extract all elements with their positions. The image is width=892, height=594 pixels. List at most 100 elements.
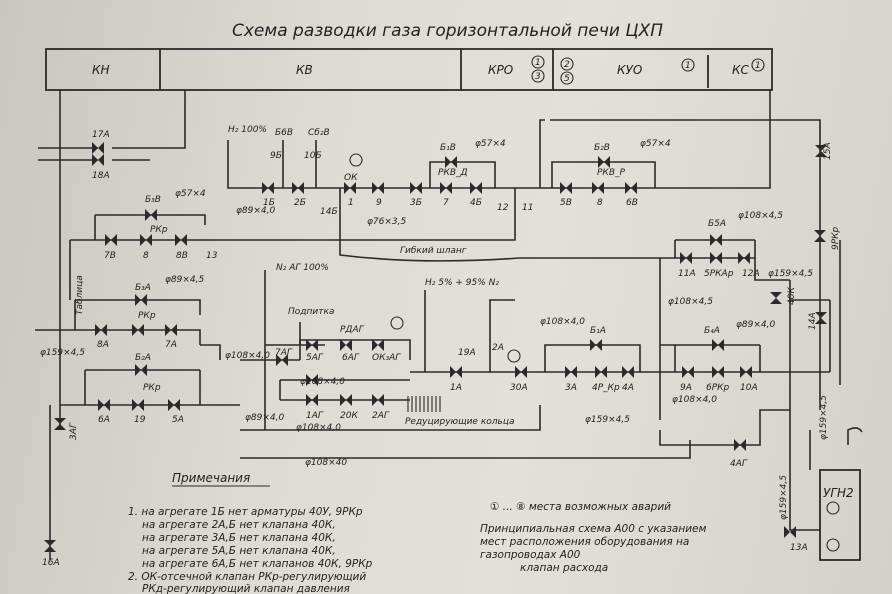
accident-marker: [751, 58, 765, 72]
label-1b: 1Б: [263, 198, 275, 208]
valve: [680, 252, 692, 264]
diagram-title: Схема разводки газа горизонтальной печи …: [232, 21, 663, 41]
accident-marker: [531, 69, 545, 83]
label-1ag: 1АГ: [306, 411, 324, 421]
label-8: 8: [597, 198, 603, 208]
label-f108h: φ108×40: [305, 458, 347, 468]
label-f57c: φ57×4: [175, 189, 206, 199]
furnace-zones: КН КВ КРО КУО КС 1 3 2 5 1 1: [45, 48, 773, 91]
pipelines: [35, 90, 863, 561]
notes-block: Примечания 1. на агрегате 1Б нет арматур…: [128, 471, 706, 594]
valve: [372, 394, 384, 406]
valve: [595, 366, 607, 378]
label-12: 12: [497, 203, 509, 213]
zone-kn: КН: [92, 63, 110, 77]
accident-markers: [349, 153, 840, 552]
zone-kro: КРО: [488, 63, 513, 77]
valve: [565, 366, 577, 378]
label-19a: 19А: [458, 348, 476, 358]
label-17a: 17А: [92, 130, 110, 140]
label-10a: 10А: [740, 383, 758, 393]
label-7v: 7В: [104, 251, 116, 261]
label-7: 7: [443, 198, 449, 208]
accident-marker: [681, 58, 695, 72]
valve-17a: [92, 142, 104, 154]
valve: [738, 252, 750, 264]
label-6a: 6А: [98, 415, 110, 425]
valve: [306, 339, 318, 351]
valve: [54, 418, 66, 430]
label-5b: 5В: [560, 198, 572, 208]
accident-mark: 2: [564, 60, 570, 70]
label-rings: Редуцирующие кольца: [405, 417, 514, 427]
label-4a: 4А: [622, 383, 634, 393]
label-f89a: φ89×4,5: [165, 275, 205, 285]
label-f159e: φ159×4,5: [779, 475, 789, 520]
note-principle: Принципиальная схема А00 с указанием: [480, 523, 706, 535]
label-f108a: φ108×4,0: [225, 351, 270, 361]
note-accidents: ① ... ⑧ места возможных аварий: [490, 501, 671, 513]
valve: [344, 182, 356, 194]
note-line: 1. на агрегате 1Б нет арматуры 40У, 9РКр: [128, 506, 363, 518]
note-line: на агрегате 5А,Б нет клапана 40К,: [142, 545, 336, 557]
valve: [622, 366, 634, 378]
label-f76: φ76×3,5: [367, 217, 407, 227]
note-principle: клапан расхода: [520, 562, 608, 574]
label-18a: 18А: [92, 171, 110, 181]
label-b3a: Б₃А: [135, 283, 151, 293]
label-9rkp: 9РКр: [831, 226, 841, 250]
label-f108c: φ108×4,0: [296, 423, 341, 433]
label-f108f: φ108×4,5: [668, 297, 713, 307]
valve: [740, 366, 752, 378]
label-2ag: 2АГ: [372, 411, 390, 421]
label-h2: H₂ 100%: [228, 125, 267, 135]
valve: [168, 399, 180, 411]
label-b2a: Б₂А: [135, 353, 151, 363]
accident-marker: [560, 71, 574, 85]
valve: [135, 364, 147, 376]
accident-mark: 1: [535, 58, 541, 68]
label-b4a: Б₄А: [704, 326, 720, 336]
label-10b: 10Б: [304, 151, 322, 161]
note-principle: газопроводах А00: [480, 549, 581, 561]
label-8-b3v: 8: [143, 251, 149, 261]
label-19: 19: [134, 415, 146, 425]
label-f159c: φ159×4,5: [768, 269, 813, 279]
accident-mark: 1: [685, 61, 691, 71]
label-5ag: 5АГ: [306, 353, 324, 363]
zone-ks: КС: [732, 63, 750, 77]
label-14a: 14А: [808, 312, 818, 330]
accident-marker: [560, 57, 574, 71]
valve: [560, 182, 572, 194]
note-line: 2. ОК-отсечной клапан РКр-регулирующий: [128, 571, 366, 583]
label-9: 9: [376, 198, 382, 208]
valve: [145, 209, 157, 221]
accident-marker: [531, 55, 545, 69]
label-b5a: Б5А: [708, 219, 726, 229]
label-4ag: 4АГ: [730, 459, 748, 469]
label-2b: 2Б: [294, 198, 306, 208]
valve: [770, 292, 782, 304]
valve: [712, 339, 724, 351]
accident-mark: 3: [535, 72, 541, 82]
label-9a: 9А: [680, 383, 692, 393]
label-b1a: Б₁А: [590, 326, 606, 336]
label-podpitka: Подпитка: [288, 307, 334, 317]
label-b3v: Б₃В: [145, 195, 161, 205]
note-principle: мест расположения оборудования на: [480, 536, 689, 548]
label-7a: 7А: [165, 340, 177, 350]
valve: [292, 182, 304, 194]
reducing-rings: [407, 396, 441, 412]
valve: [276, 354, 288, 366]
valve: [734, 439, 746, 451]
pipe-labels: 17А 18А H₂ 100% Б6В Сб₂В 9Б 10Б 1Б 2Б ОК…: [40, 125, 854, 568]
label-f89b: φ89×4,0: [245, 413, 285, 423]
label-rkp2: РКр: [138, 311, 156, 321]
valve: [470, 182, 482, 194]
label-f108b: φ108×4,0: [300, 377, 345, 387]
label-f159b: φ159×4,5: [585, 415, 630, 425]
label-20k: 20К: [340, 411, 358, 421]
label-rkp3: РКр: [143, 383, 161, 393]
label-ugn: УГН2: [823, 486, 854, 500]
note-line: на агрегате 2А,Б нет клапана 40К,: [142, 519, 336, 531]
